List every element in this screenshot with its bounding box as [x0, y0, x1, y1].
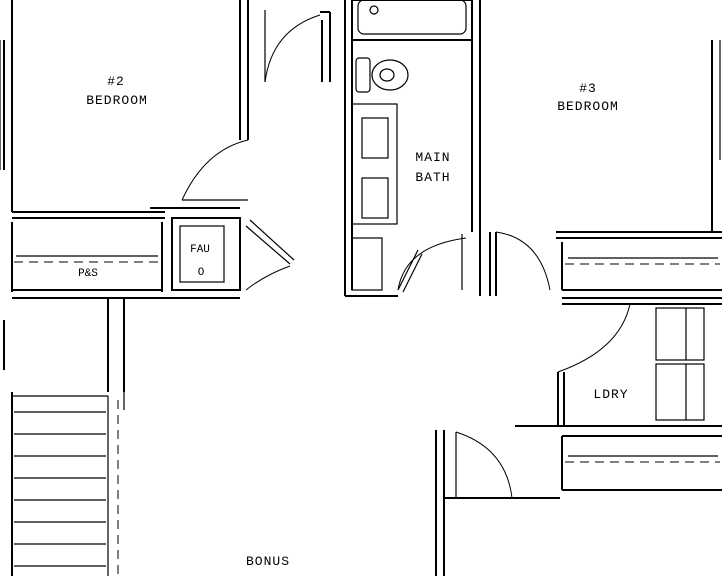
main-bath-door[interactable] [397, 234, 467, 293]
fau-closet [171, 217, 241, 291]
ps-label: P&S [78, 268, 98, 280]
bedroom-2-label: BEDROOM [86, 93, 148, 108]
bathtub [351, 0, 473, 41]
ps-closet [11, 222, 163, 292]
main-bath-label-line2: BATH [415, 170, 450, 185]
laundry-walls [515, 297, 722, 427]
staircase [11, 392, 125, 576]
bedroom-3-door[interactable] [495, 231, 551, 291]
main-bath-walls [344, 0, 481, 297]
bedroom-3-closet [561, 242, 722, 291]
dryer [655, 363, 705, 421]
washer [655, 307, 705, 361]
hall-walls [3, 297, 240, 392]
hall-closet-door[interactable] [264, 10, 331, 83]
laundry-label: LDRY [593, 387, 628, 402]
lower-bedroom-walls [435, 430, 560, 576]
main-bath-label-line1: MAIN [415, 150, 450, 165]
fau-symbol: O [198, 267, 205, 279]
bonus-label: BONUS [246, 554, 290, 569]
lower-bedroom-door[interactable] [455, 431, 513, 499]
vanity [351, 103, 398, 225]
bedroom-3-walls [489, 40, 722, 296]
bedroom-3-number: #3 [579, 81, 597, 96]
laundry-door[interactable] [557, 303, 631, 373]
fau-label: FAU [190, 244, 210, 256]
fau-door[interactable] [245, 219, 295, 291]
linen-cabinet [351, 237, 383, 291]
bedroom-2-door[interactable] [181, 139, 249, 201]
toilet [355, 57, 409, 93]
bedroom-3-label: BEDROOM [557, 99, 619, 114]
bedroom-2-number: #2 [107, 74, 125, 89]
bedroom-2-walls [0, 0, 249, 219]
lower-right-closet [561, 435, 722, 491]
